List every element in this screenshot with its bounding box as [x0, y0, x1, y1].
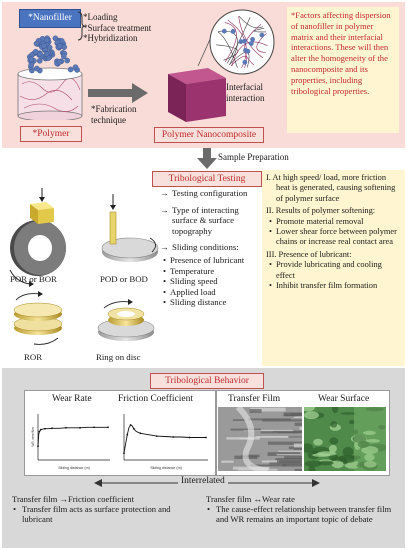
interfacial-interaction-text: Interfacial interaction — [226, 82, 265, 103]
polymer-network-zoom-icon — [209, 9, 275, 75]
condition-load: Applied load — [163, 287, 262, 298]
wear-rate-line — [37, 426, 108, 447]
wear-rate-title: Wear Rate — [52, 394, 92, 404]
friction-point — [188, 436, 191, 439]
testing-item-sliding: Sliding conditions: — [160, 242, 262, 253]
wear-rate-point — [65, 426, 67, 429]
mechanism-point-3: III. Presence of lubricant: — [266, 249, 352, 259]
friction-note-head: Transfer film →Friction coefficient — [12, 494, 134, 504]
interrelated-text: Interrelated — [178, 476, 228, 486]
wear-rate-point — [79, 426, 81, 429]
friction-point — [139, 432, 142, 435]
process-arrow-icon — [88, 83, 148, 103]
condition-speed: Sliding speed — [163, 276, 262, 287]
testing-item-surface: Type of interacting surface & surface to… — [160, 205, 262, 237]
tribological-testing-label: Tribological Testing — [152, 171, 262, 187]
friction-coefficient-title: Friction Coefficient — [118, 394, 194, 404]
factors-note: *Factors affecting dispersion of nanofil… — [287, 7, 399, 133]
wear-rate-chart: Sliding distance (m) WR, mm³/Nm — [31, 414, 110, 470]
config-label-pod-bod: POD or BOD — [100, 274, 148, 284]
wear-surface-title: Wear Surface — [318, 394, 370, 404]
testing-parameters-list: Testing configuration Type of interactin… — [160, 188, 262, 308]
test-configurations-illustration — [9, 188, 159, 345]
wear-rate-point — [51, 427, 53, 430]
wear-rate-point — [37, 445, 39, 448]
nanofiller-factors: *Loading *Surface treatment *Hybridizati… — [83, 12, 151, 44]
config-label-por-bor: POR or BOR — [10, 274, 57, 284]
graphs-frame — [24, 390, 216, 476]
condition-temperature: Temperature — [163, 266, 262, 277]
factor-loading: *Loading — [83, 12, 118, 22]
nanocomposite-cube-icon — [168, 68, 226, 122]
factor-hybridization: *Hybridization — [83, 33, 138, 43]
condition-lubricant: Presence of lubricant — [163, 255, 262, 266]
friction-note-bullet: Transfer film acts as surface protection… — [13, 504, 200, 524]
friction-point — [155, 435, 158, 437]
friction-coefficient-chart: Sliding distance (m) — [123, 414, 208, 470]
config-label-ror: ROR — [24, 352, 43, 362]
polymer-nanocomposite-label: Polymer Nanocomposite — [154, 127, 264, 143]
transfer-film-title: Transfer Film — [228, 394, 281, 404]
testing-item-config: Testing configuration — [160, 188, 262, 199]
friction-point — [205, 436, 207, 439]
transfer-film-image — [218, 407, 302, 471]
friction-point — [123, 452, 125, 454]
wear-note-head: Transfer film ↔Wear rate — [206, 494, 295, 504]
wear-rate-xlabel: Sliding distance (m) — [58, 466, 90, 470]
config-label-ring-on-disc: Ring on disc — [96, 352, 141, 362]
condition-distance: Sliding distance — [163, 297, 262, 308]
wear-rate-point — [93, 426, 95, 429]
factor-surface-treatment: *Surface treatment — [83, 22, 152, 33]
mechanisms-note: I. At high speed/ load, more friction he… — [262, 170, 405, 366]
beaker-illustration — [17, 35, 83, 120]
wear-rate-ylabel: WR, mm³/Nm — [31, 427, 35, 447]
tribological-behavior-label: Tribological Behavior — [150, 373, 264, 389]
transfer-film-wear-note: Transfer film ↔Wear rate The cause-effec… — [206, 494, 402, 525]
sample-prep-arrow-icon — [197, 148, 217, 169]
fabrication-technique-text: *Fabrication technique — [91, 104, 137, 125]
softening-item-2: Lower shear force between polymer chains… — [269, 227, 401, 248]
wear-rate-point — [39, 428, 42, 431]
nanofiller-label: *Nanofiller — [19, 9, 81, 28]
polymer-label: *Polymer — [20, 126, 82, 142]
friction-point — [132, 427, 135, 430]
lubricant-item-2: Inhibit transfer film formation — [269, 281, 401, 292]
wear-rate-point — [107, 426, 109, 429]
wear-rate-point — [44, 427, 46, 430]
transfer-film-friction-note: Transfer film →Friction coefficient Tran… — [12, 494, 200, 525]
brace-icon — [77, 11, 86, 41]
mechanism-point-1: I. At high speed/ load, more friction he… — [266, 173, 396, 203]
wear-rate-point — [38, 430, 41, 433]
friction-xlabel: Sliding distance (m) — [150, 466, 182, 470]
sliding-conditions-list: Presence of lubricant Temperature Slidin… — [160, 255, 262, 308]
wear-surface-image — [304, 407, 386, 471]
mechanism-point-2: II. Results of polymer softening: — [266, 206, 376, 216]
friction-line — [123, 424, 206, 454]
lubricant-item-1: Provide lubricating and cooling effect — [269, 260, 401, 281]
friction-point — [129, 424, 132, 426]
wear-note-bullet: The cause-effect relationship between tr… — [207, 504, 402, 524]
sample-preparation-text: Sample Preparation — [218, 152, 289, 162]
friction-point — [126, 433, 129, 436]
softening-item-1: Promote material removal — [269, 217, 401, 228]
friction-point — [172, 436, 175, 438]
